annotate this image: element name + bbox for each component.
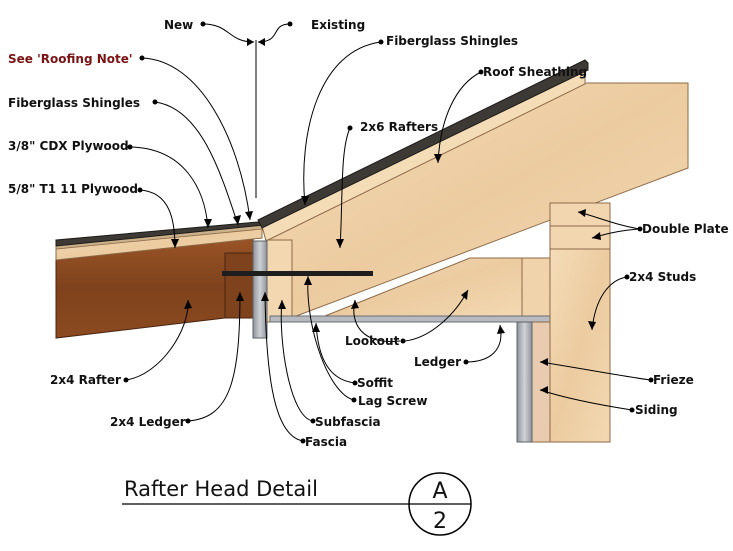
label-siding: Siding — [635, 403, 678, 417]
leader-dots — [123, 21, 654, 444]
drawing-title: Rafter Head Detail — [124, 477, 318, 501]
label-soffit: Soffit — [357, 376, 393, 390]
existing-ledger — [521, 257, 551, 319]
label-new: New — [164, 18, 193, 32]
label-subfascia: Subfascia — [315, 415, 381, 429]
leader-arrowheads — [171, 38, 601, 394]
label-fiberglass-shingles-right: Fiberglass Shingles — [386, 34, 518, 48]
subfascia — [265, 239, 293, 323]
existing-roof-assembly — [222, 59, 689, 443]
label-roof-sheathing: Roof Sheathing — [483, 65, 587, 79]
lag-screw — [222, 271, 373, 276]
soffit — [269, 315, 552, 323]
double-plate-top — [549, 202, 611, 227]
label-t1-11-plywood: 5/8" T1 11 Plywood — [8, 182, 138, 196]
title-block: Rafter Head Detail A 2 — [122, 472, 472, 536]
callout-labels: New Existing Fiberglass Shingles See 'Ro… — [8, 18, 729, 449]
detail-letter: A — [432, 479, 447, 504]
label-existing: Existing — [311, 18, 365, 32]
label-fiberglass-shingles-left: Fiberglass Shingles — [8, 96, 140, 110]
label-2x4-studs: 2x4 Studs — [629, 270, 696, 284]
label-double-plate: Double Plate — [642, 222, 729, 236]
fascia — [252, 240, 268, 339]
label-2x4-rafter: 2x4 Rafter — [50, 373, 121, 387]
label-fascia: Fascia — [305, 435, 347, 449]
label-frieze: Frieze — [653, 373, 694, 387]
label-ledger: Ledger — [414, 355, 461, 369]
label-lag-screw: Lag Screw — [358, 394, 427, 408]
existing-fiberglass-shingles — [257, 59, 589, 229]
sheet-number: 2 — [433, 509, 447, 534]
label-2x6-rafters: 2x6 Rafters — [360, 120, 438, 134]
label-lookout: Lookout — [345, 334, 400, 348]
label-see-roofing-note: See 'Roofing Note' — [8, 52, 133, 66]
label-cdx-plywood: 3/8" CDX Plywood — [8, 139, 129, 153]
label-2x4-ledger: 2x4 Ledger — [110, 415, 186, 429]
new-2x4-ledger — [224, 252, 254, 319]
double-plate-bottom — [549, 225, 611, 250]
new-roof-assembly — [55, 221, 266, 339]
frieze — [529, 321, 551, 443]
2x4-stud — [549, 248, 611, 443]
siding — [516, 321, 533, 443]
